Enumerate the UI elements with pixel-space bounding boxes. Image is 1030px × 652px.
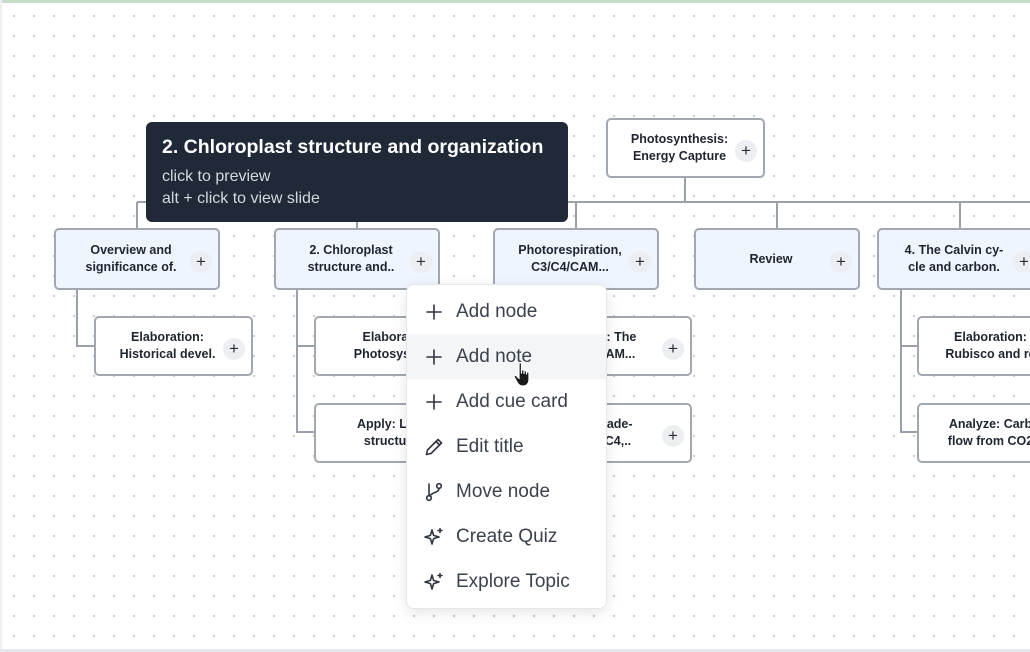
add-child-plus-icon[interactable]: + xyxy=(1013,251,1030,273)
node-label: 2. Chloroplast structure and.. xyxy=(307,243,395,274)
node-label: Elaborat Photosyste xyxy=(353,330,422,361)
node-analyze-carbon[interactable]: Analyze: Carb flow from CO2 xyxy=(917,403,1030,463)
canvas-bottom-border xyxy=(0,649,1030,652)
plus-icon xyxy=(423,391,445,413)
node-context-menu: Add node Add note Add cue card Edit titl… xyxy=(406,284,607,609)
root-node[interactable]: Photosynthesis: Energy Capture + xyxy=(606,118,765,178)
node-overview[interactable]: Overview and significance of. + xyxy=(54,228,220,290)
sparkle-icon xyxy=(423,571,445,593)
node-label: Elaboration: Rubisco and re xyxy=(945,330,1030,361)
canvas-top-border xyxy=(0,0,1030,3)
add-child-plus-icon[interactable]: + xyxy=(190,251,212,273)
node-label: Elaboration: Historical devel. xyxy=(119,330,216,361)
hand-pointer-cursor-icon xyxy=(513,362,530,387)
menu-item-label: Edit title xyxy=(456,435,524,457)
sparkle-icon xyxy=(423,526,445,548)
node-tooltip: 2. Chloroplast structure and organizatio… xyxy=(146,122,568,222)
connector-calvin-children xyxy=(900,290,919,433)
node-elab-rubisco[interactable]: Elaboration: Rubisco and re xyxy=(917,316,1030,376)
node-calvin[interactable]: 4. The Calvin cy- cle and carbon. + xyxy=(877,228,1030,290)
node-elab-history[interactable]: Elaboration: Historical devel. + xyxy=(94,316,253,376)
node-chloroplast[interactable]: 2. Chloroplast structure and.. + xyxy=(274,228,440,290)
menu-item-edit-title[interactable]: Edit title xyxy=(407,424,606,469)
connector-overview-children xyxy=(76,290,95,347)
menu-item-label: Explore Topic xyxy=(456,570,570,592)
add-child-plus-icon[interactable]: + xyxy=(223,338,245,360)
canvas-left-border xyxy=(0,0,2,652)
node-label: Review xyxy=(749,251,793,266)
menu-item-add-note[interactable]: Add note xyxy=(407,334,606,379)
branch-icon xyxy=(423,481,445,503)
add-child-plus-icon[interactable]: + xyxy=(629,251,651,273)
menu-item-create-quiz[interactable]: Create Quiz xyxy=(407,514,606,559)
tooltip-title: 2. Chloroplast structure and organizatio… xyxy=(162,136,544,158)
node-label: 4. The Calvin cy- cle and carbon. xyxy=(904,243,1004,274)
menu-item-label: Move node xyxy=(456,480,551,502)
plus-icon xyxy=(423,301,445,323)
node-label: Photosynthesis: Energy Capture xyxy=(630,132,729,163)
pencil-icon xyxy=(423,436,445,458)
plus-icon xyxy=(423,346,445,368)
menu-item-label: Add note xyxy=(456,345,533,367)
menu-item-label: Add cue card xyxy=(456,390,568,412)
tooltip-hint-view-slide: alt + click to view slide xyxy=(162,190,320,207)
node-label: Overview and significance of. xyxy=(85,243,177,274)
node-label: Photorespiration, C3/C4/CAM... xyxy=(518,243,622,274)
node-review[interactable]: Review + xyxy=(694,228,860,290)
add-child-plus-icon[interactable]: + xyxy=(662,425,684,447)
add-child-plus-icon[interactable]: + xyxy=(662,338,684,360)
menu-item-explore-topic[interactable]: Explore Topic xyxy=(407,559,606,604)
node-photorespiration[interactable]: Photorespiration, C3/C4/CAM... + xyxy=(493,228,659,290)
add-child-plus-icon[interactable]: + xyxy=(410,251,432,273)
add-child-plus-icon[interactable]: + xyxy=(830,251,852,273)
menu-item-label: Create Quiz xyxy=(456,525,558,547)
add-child-plus-icon[interactable]: + xyxy=(735,140,757,162)
menu-item-add-cue-card[interactable]: Add cue card xyxy=(407,379,606,424)
tooltip-hint-preview: click to preview xyxy=(162,168,271,185)
menu-item-add-node[interactable]: Add node xyxy=(407,289,606,334)
menu-item-move-node[interactable]: Move node xyxy=(407,469,606,514)
menu-item-label: Add node xyxy=(456,300,538,322)
connector-chloroplast-children xyxy=(296,290,315,433)
node-label: Analyze: Carb flow from CO2 xyxy=(947,417,1030,448)
